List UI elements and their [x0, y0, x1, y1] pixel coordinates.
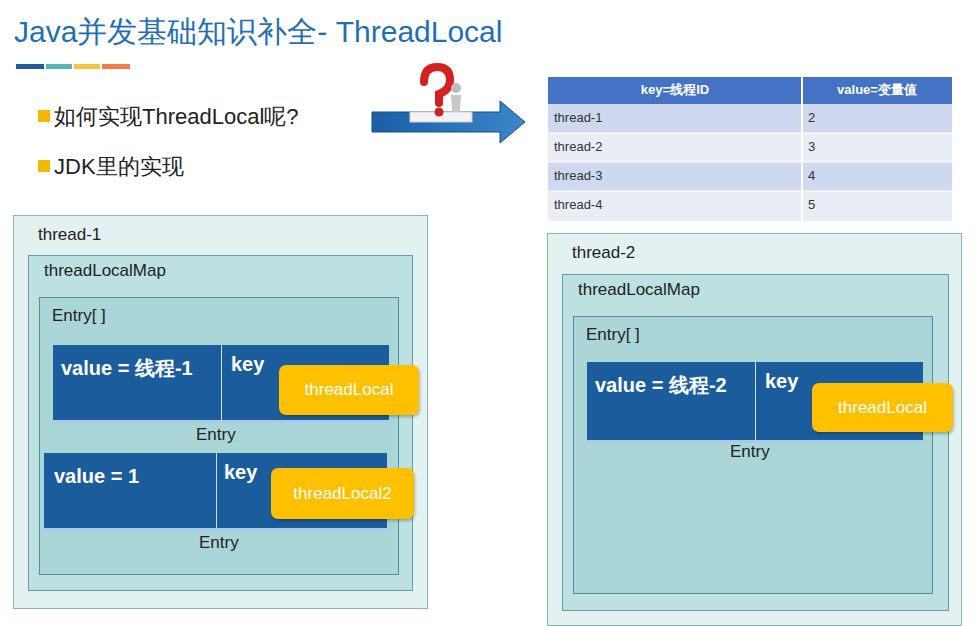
text-slot: Entry: [730, 442, 770, 462]
table-cell: thread-1: [554, 110, 794, 125]
text-slot: threadLocalMap: [44, 261, 166, 281]
bullet-square: [38, 160, 50, 172]
text-slot: 2: [808, 110, 948, 125]
color-bar: [16, 64, 44, 69]
text-slot: 如何实现ThreadLocal呢?: [54, 102, 299, 132]
threadlocal-key: threadLocal: [279, 365, 419, 415]
color-bar: [74, 64, 100, 69]
table-cell: thread-2: [554, 139, 794, 154]
table-header-cell: key=线程ID: [548, 81, 802, 99]
text-slot: Entry[ ]: [586, 325, 640, 345]
text-slot: value=变量值: [802, 81, 952, 99]
cell-divider: [755, 362, 756, 440]
text-slot: 3: [808, 139, 948, 154]
color-bar: [102, 64, 130, 69]
table-cell: thread-3: [554, 168, 794, 183]
key-text: threadLocal: [838, 398, 927, 418]
text-slot: Entry: [196, 425, 236, 445]
entry-box: value = 线程-1keyEntrythreadLocal: [53, 345, 389, 423]
table-cell: 3: [808, 139, 948, 154]
value-text: value = 线程-2: [595, 372, 750, 398]
text-slot: thread-3: [554, 168, 794, 183]
text-slot: thread-2: [554, 139, 794, 154]
person-head: [451, 83, 461, 93]
key-text: threadLocal: [305, 380, 394, 400]
table-divider: [801, 77, 803, 221]
entry-array-box: Entry[ ] value = 线程-2 keyEntry threadLocal: [573, 316, 933, 594]
table-row: [548, 162, 952, 191]
table-cell: 4: [808, 168, 948, 183]
entry-label: Entry: [196, 425, 236, 445]
table-divider: [548, 162, 952, 163]
text-slot: threadLocalMap: [578, 280, 700, 300]
text-slot: thread-1: [554, 110, 794, 125]
text-slot: Entry[ ]: [52, 306, 106, 326]
box-label: Entry[ ]: [52, 306, 106, 326]
cell-divider: [216, 453, 217, 528]
map-box: threadLocalMapEntry[ ]value = 线程-2keyEnt…: [562, 274, 949, 611]
cell-divider: [221, 345, 222, 420]
entry-box: value = 线程-2keyEntrythreadLocal: [587, 362, 923, 443]
box-label: Entry[ ]: [586, 325, 640, 345]
box-label: threadLocalMap: [44, 261, 166, 281]
thread-box: thread-2 threadLocalMapEntry[ ] value = 线程…: [547, 233, 962, 626]
table-row: [548, 104, 952, 133]
text-slot: thread-1: [38, 225, 101, 245]
table-cell: thread-4: [554, 197, 794, 212]
question-dot: [435, 108, 444, 117]
entry-box: value = 1keyEntrythreadLocal2: [44, 453, 387, 531]
bullet-square: [38, 110, 50, 122]
box-label: threadLocalMap: [578, 280, 700, 300]
entry-label: Entry: [199, 533, 239, 553]
text-slot: key: [231, 353, 264, 376]
color-bar: [46, 64, 72, 69]
text-slot: Entry: [199, 533, 239, 553]
bullet-text: JDK里的实现: [54, 152, 184, 182]
entry-label: Entry: [730, 442, 770, 462]
table-divider: [548, 191, 952, 192]
key-label: key: [765, 370, 798, 393]
table-header-cell: value=变量值: [802, 81, 952, 99]
text-slot: key: [765, 370, 798, 393]
person-body: [451, 95, 461, 112]
slide-title: Java并发基础知识补全- ThreadLocal: [14, 12, 502, 53]
table-ground: [548, 77, 952, 221]
key-label: key: [224, 461, 257, 484]
key-text: threadLocal2: [293, 484, 391, 504]
value-text: value = 1: [54, 463, 214, 489]
thread-box: thread-1 threadLocalMapEntry[ ] value = 线程…: [13, 215, 428, 609]
text-slot: value = 1: [54, 463, 214, 489]
box-label: thread-1: [38, 225, 101, 245]
key-label: key: [231, 353, 264, 376]
text-slot: Java并发基础知识补全- ThreadLocal: [14, 12, 502, 53]
text-slot: value = 线程-2: [595, 372, 750, 398]
question-mark: [424, 67, 450, 103]
value-text: value = 线程-1: [61, 355, 216, 381]
threadlocal-key: threadLocal2: [271, 468, 414, 519]
text-slot: key: [224, 461, 257, 484]
map-box: threadLocalMapEntry[ ]value = 线程-1keyEnt…: [28, 255, 413, 591]
threadlocal-key: threadLocal: [812, 383, 953, 432]
box-label: thread-2: [572, 243, 635, 263]
text-slot: key=线程ID: [548, 81, 802, 99]
text-slot: value = 线程-1: [61, 355, 216, 381]
bullet-text: 如何实现ThreadLocal呢?: [54, 102, 299, 132]
text-slot: 4: [808, 168, 948, 183]
text-slot: thread-2: [572, 243, 635, 263]
big-arrow: [372, 101, 525, 143]
table-divider: [548, 133, 952, 134]
text-slot: JDK里的实现: [54, 152, 184, 182]
entry-array-box: Entry[ ]value = 线程-1keyEntrythreadLocalv…: [39, 297, 399, 575]
table-cell: 5: [808, 197, 948, 212]
table-header: [548, 77, 952, 104]
table-cell: 2: [808, 110, 948, 125]
text-slot: thread-4: [554, 197, 794, 212]
text-slot: 5: [808, 197, 948, 212]
